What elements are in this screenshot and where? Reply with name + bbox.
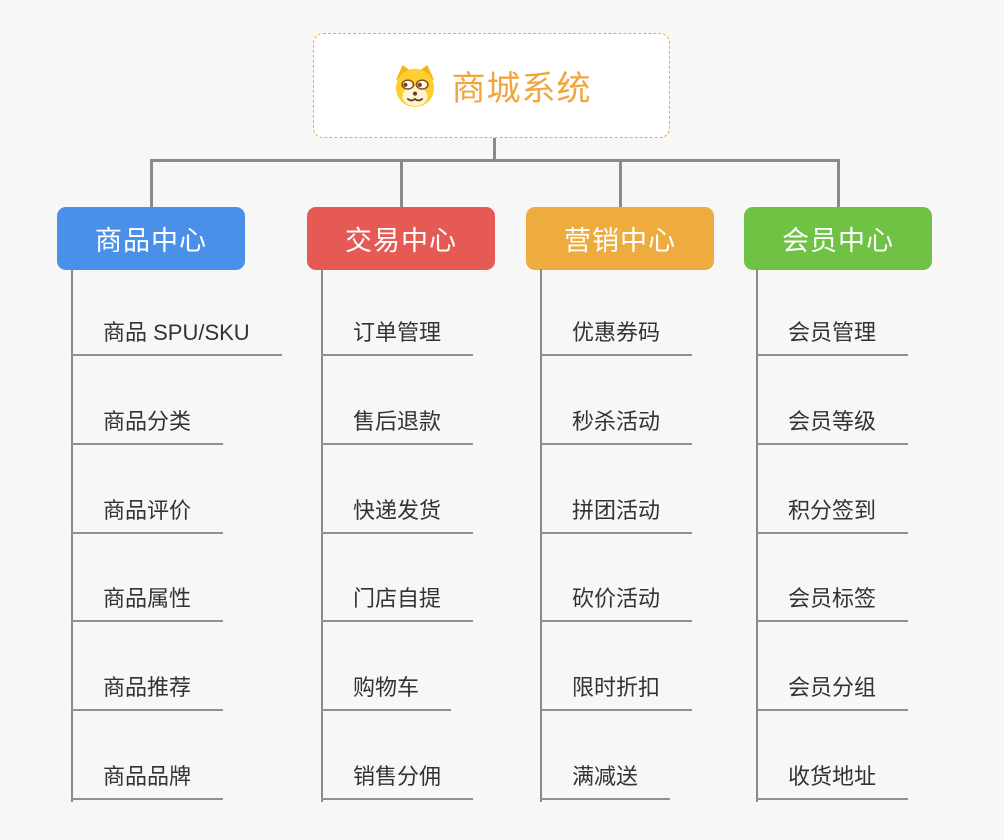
branch-box-trade-center[interactable]: 交易中心 xyxy=(307,207,495,270)
node-item[interactable]: 快递发货 xyxy=(321,496,474,534)
connector-drop-marketing-center xyxy=(619,159,622,207)
node-item[interactable]: 优惠券码 xyxy=(540,318,693,356)
branch-box-member-center[interactable]: 会员中心 xyxy=(744,207,932,270)
node-item[interactable]: 会员标签 xyxy=(756,584,909,622)
node-item[interactable]: 秒杀活动 xyxy=(540,407,693,445)
node-item[interactable]: 销售分佣 xyxy=(321,762,474,800)
connector-bus xyxy=(150,159,840,162)
node-item[interactable]: 会员管理 xyxy=(756,318,909,356)
node-item[interactable]: 拼团活动 xyxy=(540,496,693,534)
trunk-trade-center xyxy=(321,269,323,802)
node-item[interactable]: 商品品牌 xyxy=(71,762,224,800)
branch-label: 交易中心 xyxy=(345,226,457,256)
node-item[interactable]: 会员分组 xyxy=(756,673,909,711)
connector-drop-member-center xyxy=(837,159,840,207)
node-item[interactable]: 商品推荐 xyxy=(71,673,224,711)
node-item[interactable]: 满减送 xyxy=(540,762,671,800)
trunk-marketing-center xyxy=(540,269,542,802)
dog-face-icon xyxy=(392,64,438,108)
node-item[interactable]: 收货地址 xyxy=(756,762,909,800)
node-item[interactable]: 积分签到 xyxy=(756,496,909,534)
connector-root-stub xyxy=(493,138,496,160)
node-item[interactable]: 商品分类 xyxy=(71,407,224,445)
branch-label: 营销中心 xyxy=(564,226,676,256)
branch-label: 商品中心 xyxy=(95,226,207,256)
root-title: 商城系统 xyxy=(451,70,592,108)
trunk-member-center xyxy=(756,269,758,802)
node-item[interactable]: 购物车 xyxy=(321,673,452,711)
connector-drop-product-center xyxy=(150,159,153,207)
node-item[interactable]: 商品评价 xyxy=(71,496,224,534)
branch-label: 会员中心 xyxy=(782,226,894,256)
node-item[interactable]: 限时折扣 xyxy=(540,673,693,711)
branch-box-marketing-center[interactable]: 营销中心 xyxy=(526,207,714,270)
trunk-product-center xyxy=(71,269,73,802)
node-item[interactable]: 门店自提 xyxy=(321,584,474,622)
branch-box-product-center[interactable]: 商品中心 xyxy=(57,207,245,270)
root-node[interactable]: 商城系统 xyxy=(313,33,670,138)
node-item[interactable]: 商品 SPU/SKU xyxy=(71,318,282,356)
node-item[interactable]: 商品属性 xyxy=(71,584,224,622)
node-item[interactable]: 售后退款 xyxy=(321,407,474,445)
node-item[interactable]: 订单管理 xyxy=(321,318,474,356)
node-item[interactable]: 砍价活动 xyxy=(540,584,693,622)
node-item[interactable]: 会员等级 xyxy=(756,407,909,445)
connector-drop-trade-center xyxy=(400,159,403,207)
